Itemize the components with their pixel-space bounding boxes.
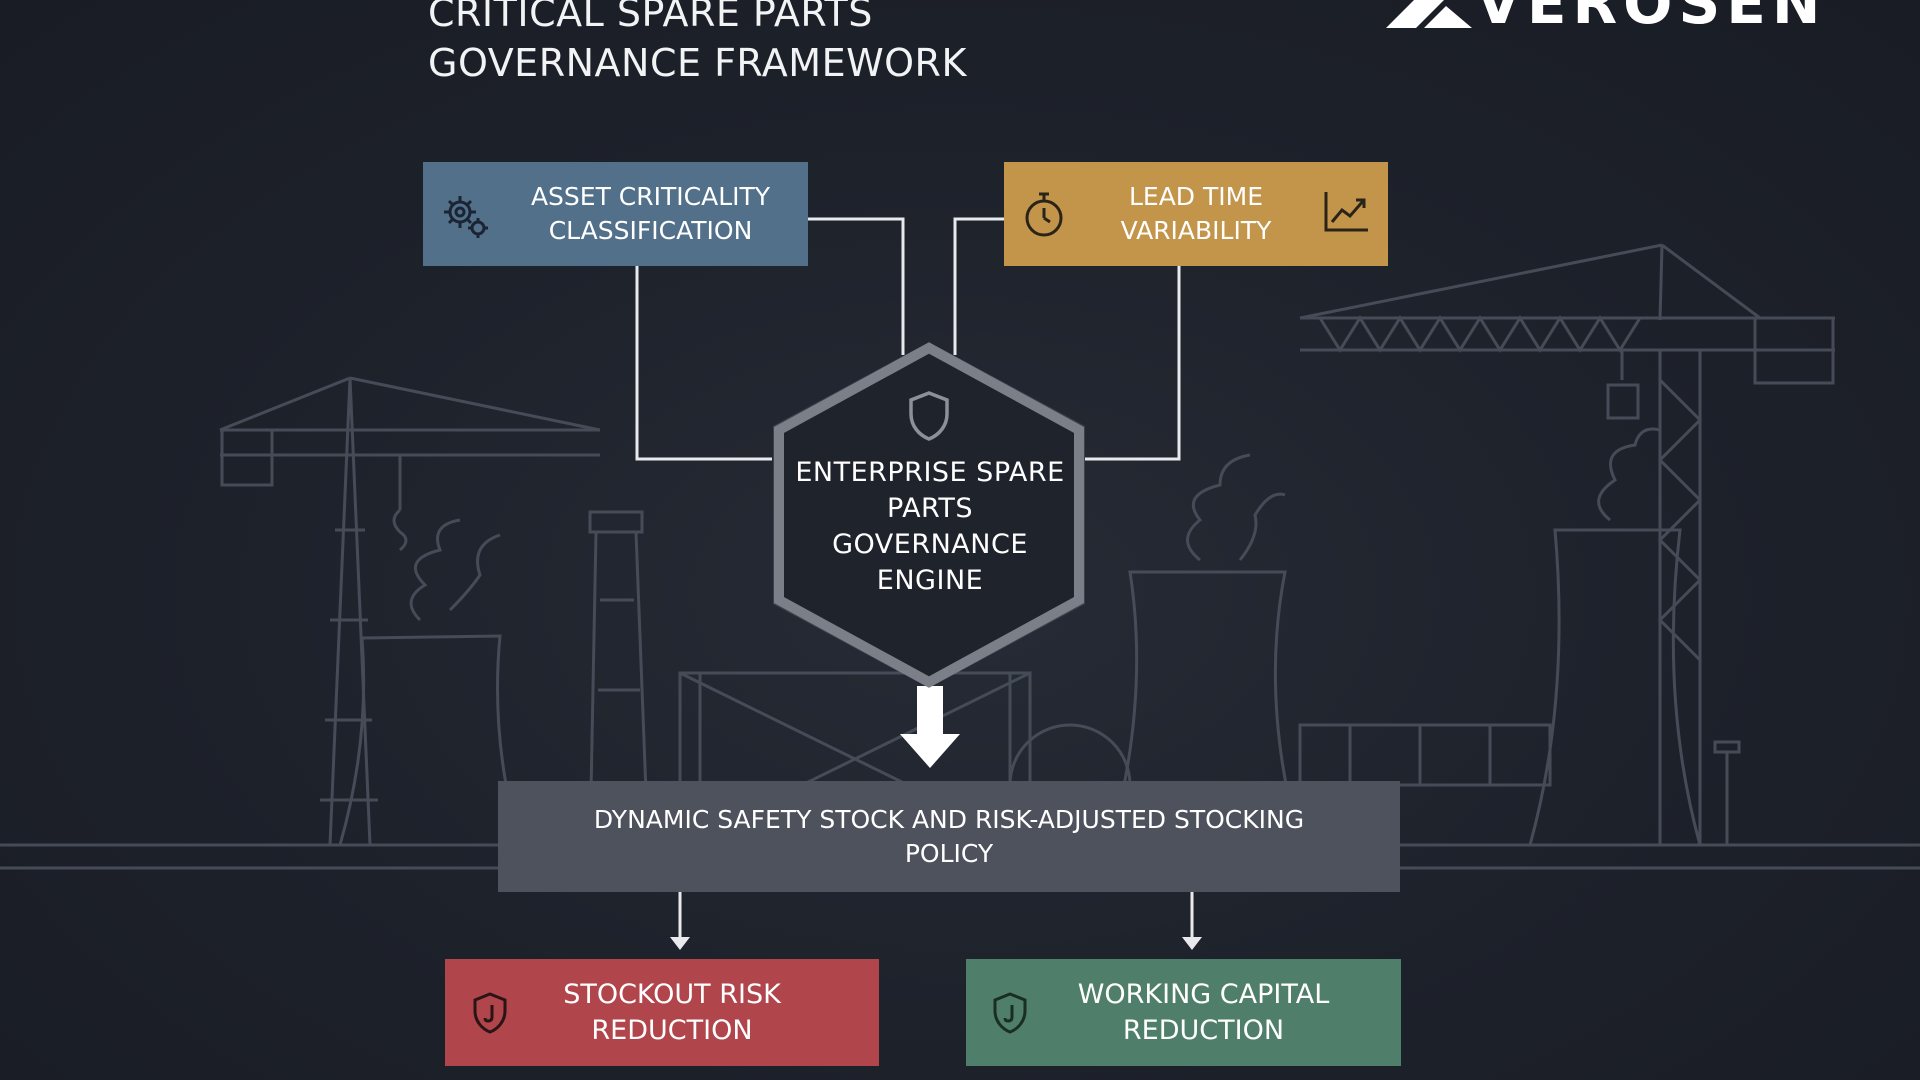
stocking-policy-label: DYNAMIC SAFETY STOCK AND RISK-ADJUSTED S… (593, 804, 1305, 868)
gears-icon (444, 196, 488, 238)
capital-shield-check-icon (993, 992, 1027, 1034)
asset-criticality-label: ASSET CRITICALITY CLASSIFICATION (530, 182, 771, 245)
arrow-engine-to-policy (900, 686, 960, 768)
connector-asset-to-engine-top (808, 217, 905, 355)
stocking-policy-box: DYNAMIC SAFETY STOCK AND RISK-ADJUSTED S… (498, 781, 1400, 892)
stockout-shield-check-icon (473, 992, 507, 1034)
stockout-risk-reduction-box: STOCKOUT RISK REDUCTION (445, 959, 879, 1066)
arrowhead-stockout (670, 937, 690, 950)
asset-criticality-box: ASSET CRITICALITY CLASSIFICATION (423, 162, 808, 266)
arrowhead-capital (1182, 937, 1202, 950)
engine-label: ENTERPRISE SPARE PARTS GOVERNANCE ENGINE (795, 457, 1065, 596)
connector-lead-to-engine-top (953, 217, 1004, 355)
connector-asset-to-engine-left (635, 266, 772, 461)
working-capital-reduction-box: WORKING CAPITAL REDUCTION (966, 959, 1401, 1066)
working-capital-label: WORKING CAPITAL REDUCTION (1077, 978, 1330, 1046)
trend-chart-icon (1324, 192, 1368, 232)
stockout-risk-label: STOCKOUT RISK REDUCTION (563, 978, 781, 1046)
lead-time-label: LEAD TIME VARIABILITY (1120, 182, 1272, 245)
page-title-line-2: GOVERNANCE FRAMEWORK (428, 41, 967, 85)
stopwatch-icon (1025, 192, 1063, 237)
company-logo-text: VEROSEN (1476, 0, 1827, 37)
logo-mark-icon (1386, 0, 1472, 28)
engine-hexagon (773, 342, 1085, 688)
page-title-line-1: CRITICAL SPARE PARTS (428, 0, 873, 35)
lead-time-variability-box: LEAD TIME VARIABILITY (1004, 162, 1388, 266)
shield-icon (909, 391, 949, 441)
connector-lead-to-engine-right (1085, 266, 1181, 461)
